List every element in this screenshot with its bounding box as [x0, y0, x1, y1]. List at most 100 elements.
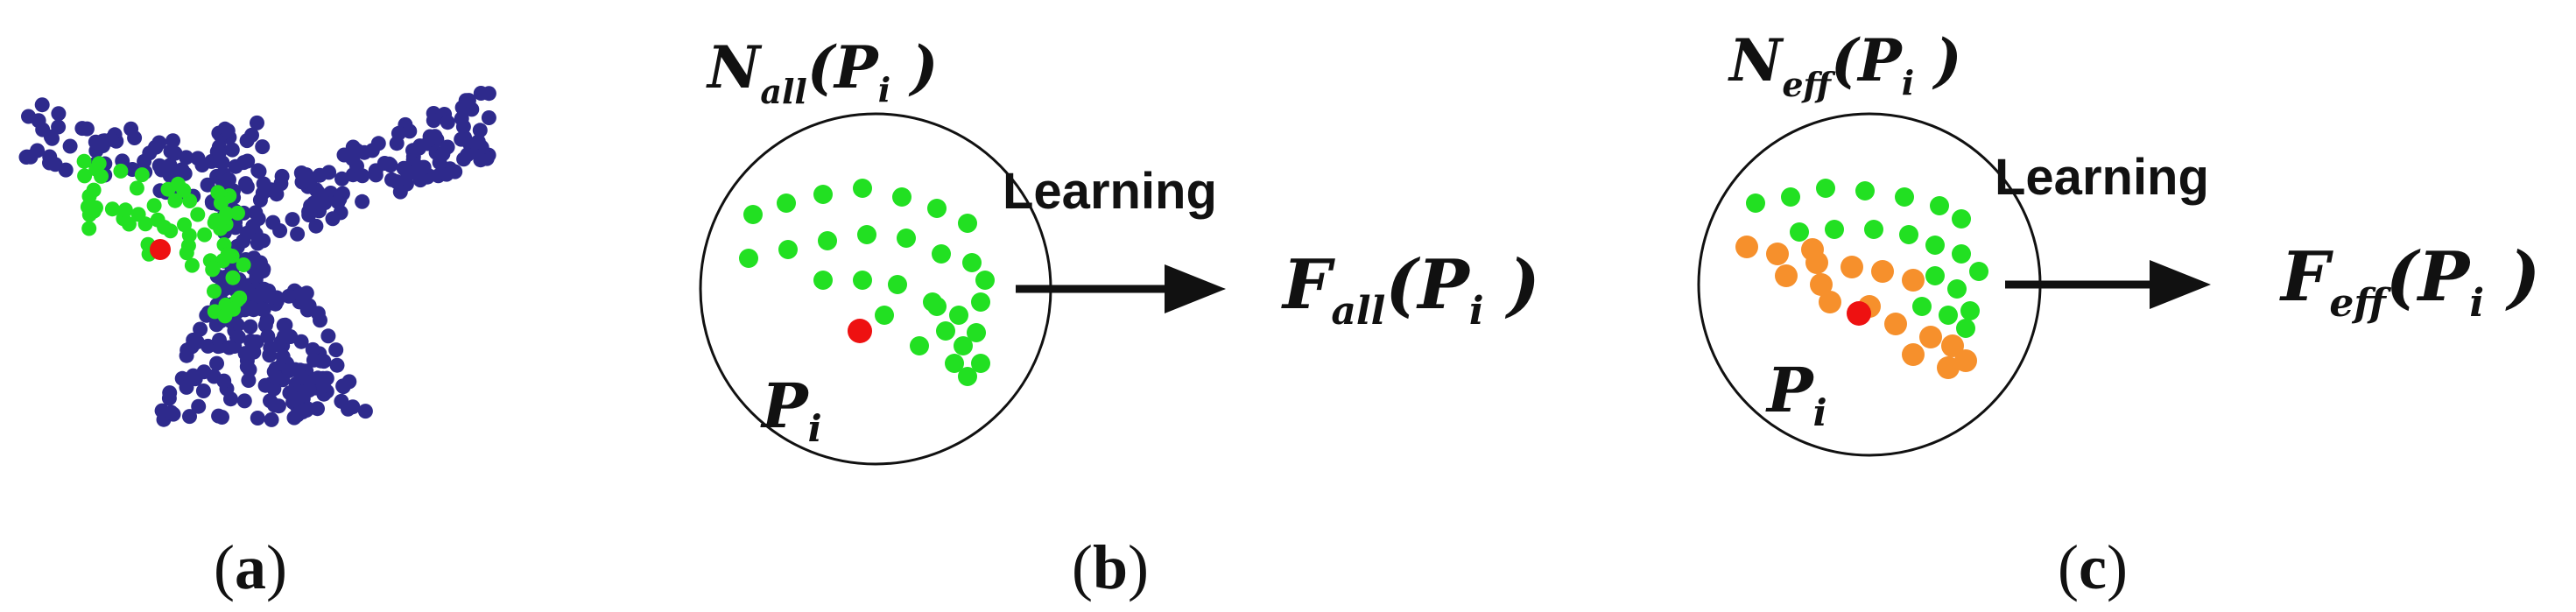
caption-c: (c)	[2058, 532, 2128, 602]
neighbor-dot	[179, 245, 194, 261]
caption-b: (b)	[1072, 532, 1149, 602]
cloud-dot	[313, 353, 328, 369]
cloud-dot	[191, 398, 207, 414]
neighbor-dot	[1855, 181, 1875, 200]
neighbor-dot	[958, 214, 977, 233]
cloud-dot	[251, 164, 267, 179]
cloud-dot	[255, 139, 271, 155]
center-dot	[848, 319, 872, 343]
panel-b: Nall(Pi ) Pi Learning Fall(Pi )	[699, 33, 1540, 466]
cloud-dot	[315, 378, 331, 393]
cloud-dot	[301, 298, 317, 313]
effective-dot	[1810, 273, 1833, 296]
feature-label-c: Feff(Pi )	[2279, 237, 2540, 326]
neighborhood-circle-c	[1697, 112, 2042, 457]
neighbor-dot	[1952, 209, 1971, 229]
cloud-dot	[282, 385, 298, 401]
cloud-dot	[426, 113, 441, 129]
cloud-dot	[335, 378, 351, 394]
cloud-dot	[276, 318, 292, 333]
neighbor-dot	[1956, 319, 1975, 338]
cloud-dot	[179, 379, 194, 395]
neighbor-dot	[971, 292, 990, 312]
cloud-dot	[312, 167, 327, 183]
cloud-dot	[454, 131, 469, 147]
cloud-dot	[265, 215, 281, 230]
cloud-dot	[461, 93, 476, 109]
cloud-dot	[290, 407, 306, 423]
neighbor-dot	[1912, 297, 1932, 316]
panel-c: Neff(Pi ) Pi Learning Feff(Pi )	[1697, 26, 2540, 457]
neighbor-dot	[104, 201, 120, 217]
neighbor-dot	[777, 193, 796, 213]
effective-dot	[1735, 236, 1758, 258]
cloud-dot	[460, 147, 475, 163]
cloud-dot	[74, 121, 90, 137]
cloud-dot	[123, 121, 139, 137]
effective-dot	[1871, 260, 1894, 283]
neighbor-points	[76, 153, 251, 324]
neighbor-dot	[1925, 266, 1945, 285]
cloud-dot	[34, 97, 50, 113]
cloud-dot	[325, 211, 341, 227]
cloud-dot	[250, 411, 265, 426]
effective-points-c	[1735, 236, 1977, 379]
cloud-dot	[274, 168, 290, 184]
neighbor-dot	[1947, 279, 1967, 299]
effective-dot	[1766, 243, 1789, 265]
neighbor-dot	[190, 207, 206, 222]
cloud-dot	[293, 334, 309, 349]
neighbor-dot	[226, 301, 241, 317]
cloud-dot	[30, 143, 46, 158]
neighbor-dot	[86, 203, 102, 219]
cloud-dot	[454, 111, 469, 126]
neighbor-points-c	[1746, 179, 1988, 338]
cloud-dot	[222, 340, 237, 355]
cloud-dot	[240, 225, 255, 241]
cloud-dot	[230, 329, 246, 345]
neighbor-dot	[1952, 244, 1971, 264]
cloud-dot	[182, 409, 197, 425]
point-cloud-points	[18, 86, 496, 427]
cloud-dot	[43, 129, 59, 144]
cloud-dot	[148, 139, 164, 155]
neighbor-dot	[1781, 187, 1800, 207]
neighbor-dot	[225, 270, 241, 285]
neighbor-dot	[739, 249, 758, 268]
neighbor-dot	[1899, 225, 1918, 244]
neighbor-dot	[205, 260, 221, 276]
neighbor-dot	[94, 168, 109, 184]
cloud-dot	[236, 393, 252, 409]
cloud-dot	[193, 321, 208, 337]
cloud-dot	[244, 127, 259, 143]
neighbor-dot	[146, 198, 162, 214]
effective-dot	[1954, 349, 1977, 372]
cloud-dot	[391, 125, 406, 141]
cloud-dot	[389, 174, 405, 189]
cloud-dot	[481, 110, 496, 125]
neighbor-dot	[936, 321, 955, 341]
cloud-dot	[243, 319, 258, 334]
cloud-dot	[294, 369, 310, 385]
neighbor-dot	[875, 306, 894, 325]
cloud-dot	[239, 359, 255, 375]
cloud-dot	[179, 150, 194, 165]
cloud-dot	[241, 373, 257, 388]
neighbor-dot	[857, 225, 876, 244]
effective-dot	[1841, 256, 1863, 278]
cloud-dot	[257, 318, 273, 333]
neighbor-dot	[967, 323, 986, 342]
neighbor-dot	[1960, 301, 1980, 320]
cloud-dot	[239, 179, 255, 194]
panel-a-point-cloud	[18, 86, 496, 427]
neighbor-dot	[958, 367, 977, 386]
cloud-dot	[58, 162, 74, 178]
cloud-dot	[88, 134, 103, 150]
center-point-c	[1847, 301, 1871, 326]
neighbor-dot	[892, 187, 911, 207]
cloud-dot	[163, 144, 179, 159]
neighbor-dot	[853, 271, 872, 290]
cloud-dot	[345, 139, 361, 155]
effective-dot	[1805, 251, 1828, 274]
